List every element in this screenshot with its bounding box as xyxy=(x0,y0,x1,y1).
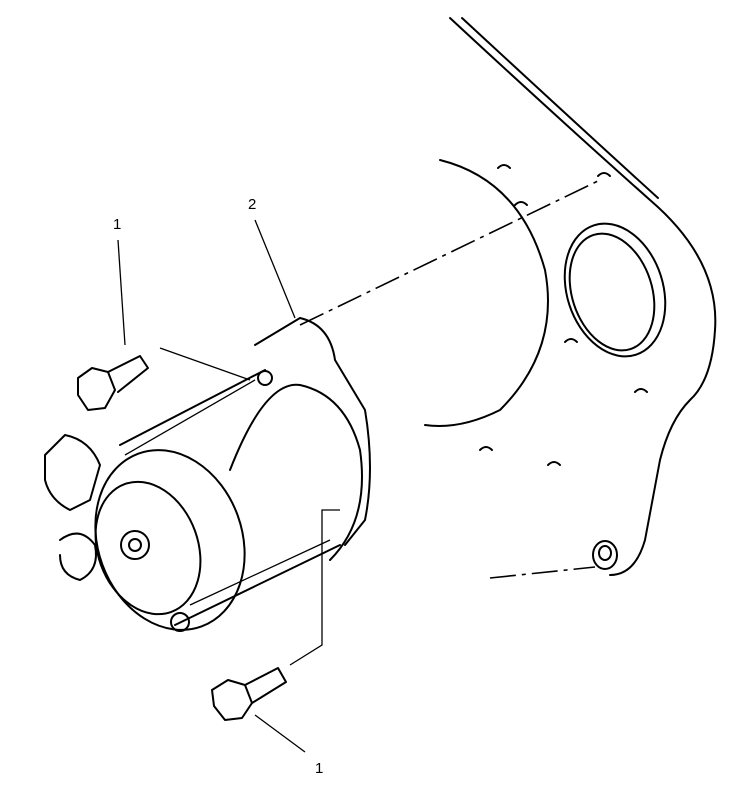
engine-back-plate xyxy=(424,17,717,576)
callout-1-top: 1 xyxy=(113,216,122,233)
callout-1-bottom: 1 xyxy=(315,760,324,777)
starter-motor xyxy=(44,317,371,632)
bolt-top xyxy=(77,347,251,411)
callout-2: 2 xyxy=(248,196,257,213)
mounting-holes xyxy=(479,164,648,466)
bolt-bottom xyxy=(211,509,340,721)
